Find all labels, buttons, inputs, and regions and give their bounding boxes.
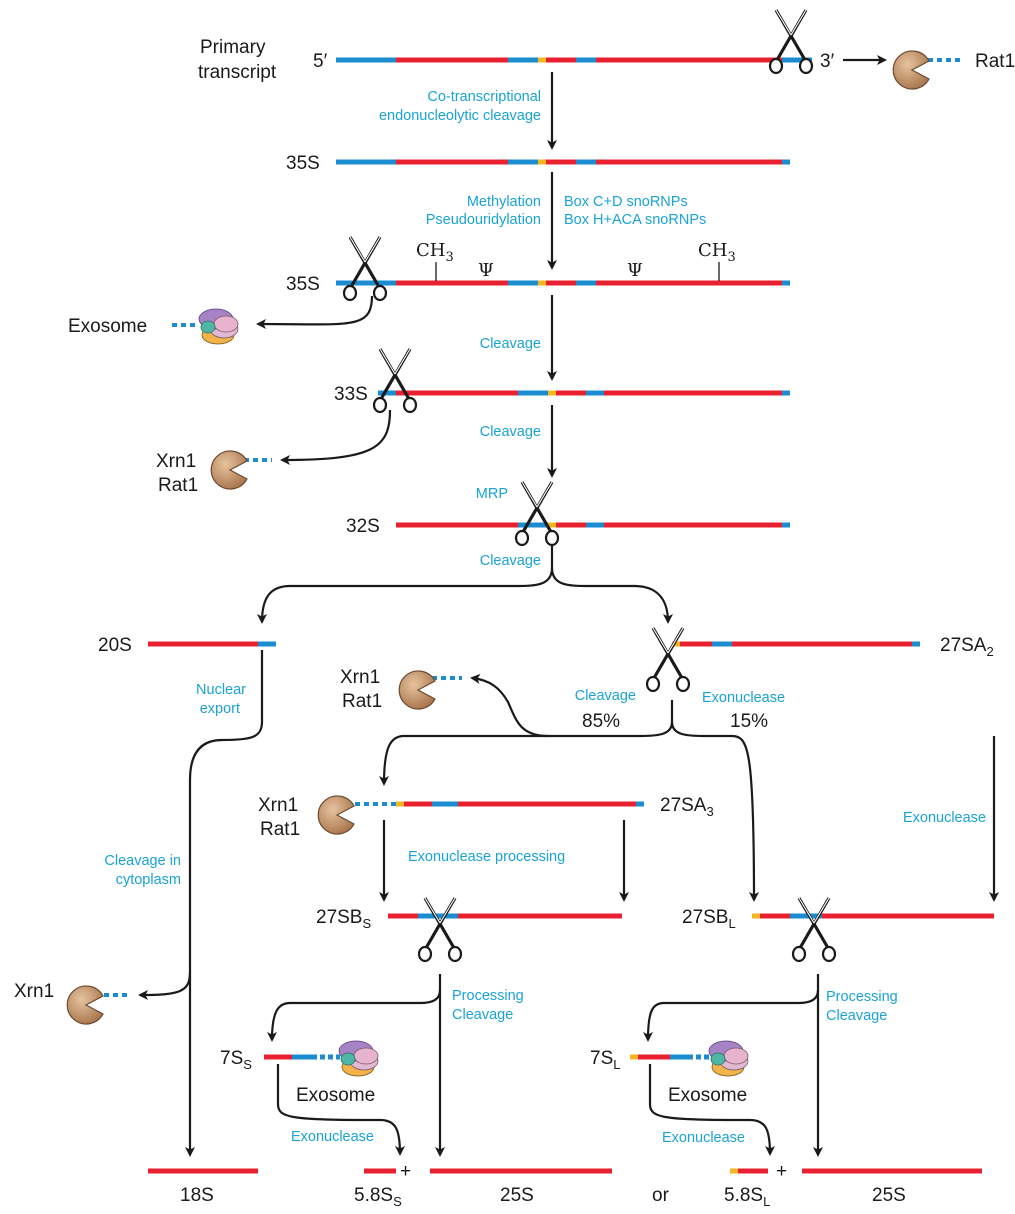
step-cleavage-3: Cleavage [480, 553, 541, 569]
scissors-icon [342, 235, 388, 302]
scissors-icon [372, 347, 418, 414]
label-18s: 18S [180, 1185, 214, 1206]
degradation-tails [104, 58, 960, 997]
label-35s: 35S [286, 153, 320, 174]
xrn1-label-33s: Xrn1 [156, 451, 196, 472]
ch3-label-a: CH3 [416, 240, 454, 265]
step-cleavage-right: Cleavage [826, 1008, 887, 1024]
step-exonuclease-left: Exonuclease [291, 1129, 374, 1145]
xrn1-label-27b: Xrn1 [258, 795, 298, 816]
step-exonuclease-right: Exonuclease [903, 810, 986, 826]
step-exonuclease-processing: Exonuclease processing [408, 849, 565, 865]
rat1-exonuclease-icon [892, 50, 930, 90]
label-20s: 20S [98, 635, 132, 656]
step-box-cd: Box C+D snoRNPs [564, 194, 688, 210]
xrn1-rat1-exonuclease-icon [210, 450, 248, 490]
label-27sbl: 27SBL [682, 907, 736, 931]
primary-transcript-label-2: transcript [198, 62, 277, 83]
exosome-label-right: Exosome [668, 1085, 747, 1106]
label-27sa3: 27SA3 [660, 795, 714, 819]
scissors-icon [514, 480, 560, 547]
step-methylation: Methylation [467, 194, 541, 210]
label-58ss: 5.8SS [354, 1185, 402, 1209]
percent-85: 85% [582, 711, 620, 732]
label-25s-b: 25S [872, 1185, 906, 1206]
step-cotranscriptional: Co-transcriptional [427, 89, 541, 105]
step-box-haca: Box H+ACA snoRNPs [564, 212, 706, 228]
exosome-label-mid: Exosome [296, 1085, 375, 1106]
label-25s-a: 25S [500, 1185, 534, 1206]
exosome-icon [338, 1040, 379, 1077]
label-35s-modified: 35S [286, 274, 320, 295]
step-pseudouridylation: Pseudouridylation [426, 212, 541, 228]
xrn1-label-27a: Xrn1 [340, 667, 380, 688]
species-labels: Primary transcript 5′ 3′ Rat1 35S 35S 33… [14, 37, 1015, 1209]
primary-transcript-label: Primary [200, 37, 266, 58]
step-labels: Co-transcriptional endonucleolytic cleav… [104, 89, 986, 1146]
step-cleavage-left: Cleavage [452, 1007, 513, 1023]
exosome-icon [198, 308, 239, 345]
label-58sl: 5.8SL [724, 1185, 770, 1209]
rat1-top-label: Rat1 [975, 51, 1015, 72]
label-7ss: 7SS [220, 1048, 252, 1072]
modification-ticks [435, 262, 720, 281]
percent-15: 15% [730, 711, 768, 732]
step-processing-left: Processing [452, 988, 524, 1004]
step-cleavage-1: Cleavage [480, 336, 541, 352]
step-cleavage-2: Cleavage [480, 424, 541, 440]
step-nuclear: Nuclear [196, 682, 246, 698]
exosome-icon [708, 1040, 749, 1077]
rna-bars [148, 57, 994, 1174]
ch3-label-b: CH3 [698, 240, 736, 265]
xrn1-label-18s: Xrn1 [14, 981, 54, 1002]
arrows [138, 55, 999, 1157]
rat1-label-27b: Rat1 [260, 819, 300, 840]
step-processing-right: Processing [826, 989, 898, 1005]
plus-sign: + [776, 1161, 787, 1182]
step-export: export [200, 701, 240, 717]
step-exonuclease-right-lower: Exonuclease [662, 1130, 745, 1146]
label-33s: 33S [334, 384, 368, 405]
label-32s: 32S [346, 516, 380, 537]
xrn1-exonuclease-icon [66, 985, 104, 1025]
plus-sign: + [400, 1161, 411, 1182]
xrn1-rat1-exonuclease-icon [398, 670, 436, 710]
xrn1-rat1-exonuclease-icon [317, 795, 355, 835]
label-27sbs: 27SBS [316, 907, 371, 931]
exosome-label-left: Exosome [68, 316, 147, 337]
five-prime-label: 5′ [313, 51, 328, 72]
scissors-icon [768, 8, 814, 75]
step-endonucleolytic: endonucleolytic cleavage [379, 108, 541, 124]
scissors-icon [645, 626, 691, 693]
pseudouridine-label-b: Ψ [627, 260, 643, 281]
step-cleavage-in: Cleavage in [104, 853, 181, 869]
or-label: or [652, 1185, 670, 1206]
rat1-label-33s: Rat1 [158, 475, 198, 496]
step-cleavage-85: Cleavage [575, 688, 636, 704]
rat1-label-27a: Rat1 [342, 691, 382, 712]
pseudouridine-label-a: Ψ [478, 260, 494, 281]
three-prime-label: 3′ [820, 51, 835, 72]
step-mrp: MRP [476, 486, 508, 502]
step-cytoplasm: cytoplasm [116, 872, 181, 888]
label-7sl: 7SL [590, 1048, 620, 1072]
label-27sa2: 27SA2 [940, 635, 994, 659]
step-exonuclease-15: Exonuclease [702, 690, 785, 706]
scissors-icon [417, 896, 463, 963]
scissors-icon [791, 896, 837, 963]
